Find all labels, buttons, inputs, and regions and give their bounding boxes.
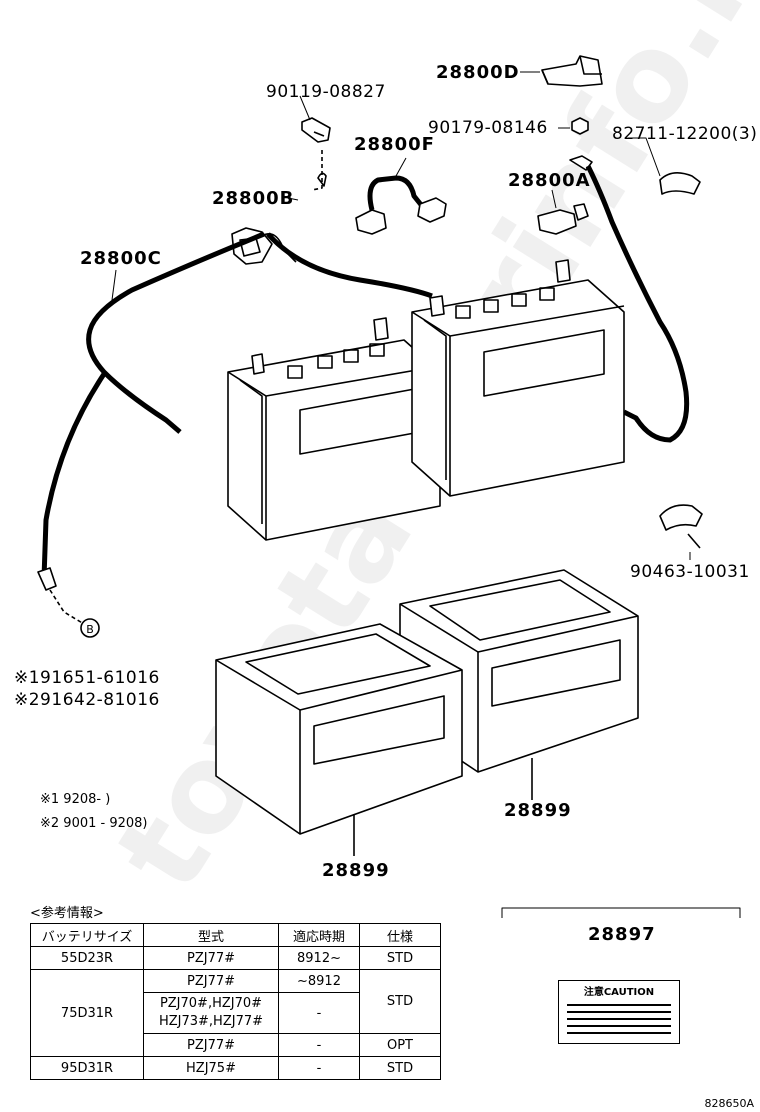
cell-period: 8912~ [278, 946, 360, 970]
clip-82711-part [659, 172, 701, 195]
clamp-28800D-part [541, 55, 603, 87]
caution-text-lines [567, 999, 671, 1039]
label-28899-right: 28899 [504, 800, 572, 821]
cell-model-multi: PZJ70#,HZJ70# HZJ73#,HZJ77# [143, 992, 279, 1034]
header-model: 型式 [143, 923, 279, 947]
cable-28800C-part [37, 231, 433, 638]
table-row: 95D31R HZJ75# - STD [30, 1056, 441, 1080]
cell-period: ~8912 [278, 969, 360, 993]
label-191651-61016: ※191651-61016 [14, 668, 160, 688]
reference-number: 828650A [704, 1097, 754, 1110]
cell-model: HZJ75# [143, 1056, 279, 1080]
cell-model: PZJ77# [143, 946, 279, 970]
table-row: 75D31R PZJ77# ~8912 STD [30, 969, 441, 1057]
cell-period: - [278, 1056, 360, 1080]
cell-size: 75D31R [30, 969, 144, 1057]
caution-label-part: 注意CAUTION [558, 980, 680, 1044]
label-90463-10031: 90463-10031 [630, 562, 750, 582]
bolt-90119-part [301, 117, 331, 191]
table-header-row: バッテリサイズ 型式 適応時期 仕様 [30, 923, 441, 947]
label-28800C: 28800C [80, 248, 162, 269]
battery-info-table: バッテリサイズ 型式 適応時期 仕様 55D23R PZJ77# 8912~ S… [30, 923, 441, 1080]
bolt-marker-label: B [86, 623, 94, 636]
header-spec: 仕様 [359, 923, 441, 947]
cell-spec: OPT [359, 1033, 441, 1057]
table-row: PZJ77# - OPT [31, 1033, 441, 1057]
table-row: 55D23R PZJ77# 8912~ STD [30, 946, 441, 970]
table-row: PZJ70#,HZJ70# HZJ73#,HZJ77# - [31, 992, 441, 1034]
cell-model-line1: PZJ70#,HZJ70# [159, 996, 263, 1011]
label-90179-08146: 90179-08146 [428, 118, 548, 138]
jumper-cable-28800F-part [355, 175, 447, 235]
cell-period: - [278, 1033, 360, 1057]
cell-spec: STD [359, 969, 441, 1034]
note-1: ※1 9208- ) [40, 792, 111, 807]
info-table-caption: <参考情報> [30, 906, 104, 921]
battery-left-part [227, 317, 441, 541]
label-28899-left: 28899 [322, 860, 390, 881]
cell-size: 55D23R [30, 946, 144, 970]
battery-right-part [411, 259, 625, 497]
cell-spec: STD [359, 1056, 441, 1080]
header-period: 適応時期 [278, 923, 360, 947]
label-28800D: 28800D [436, 62, 520, 83]
label-90119-08827: 90119-08827 [266, 82, 386, 102]
clamp-90463-part [659, 504, 703, 549]
label-28800F: 28800F [354, 134, 435, 155]
terminal-28800B-part [231, 172, 327, 265]
tray-left-part [215, 623, 463, 856]
label-291642-81016: ※291642-81016 [14, 690, 160, 710]
cell-size: 95D31R [30, 1056, 144, 1080]
label-28800A: 28800A [508, 170, 591, 191]
cell-period: - [278, 992, 360, 1034]
nut-90179-part [571, 117, 589, 135]
label-28800B: 28800B [212, 188, 295, 209]
terminal-28800A-part [537, 155, 690, 443]
label-28897: 28897 [588, 924, 656, 945]
cell-model: PZJ77# [143, 1033, 279, 1057]
cell-spec: STD [359, 946, 441, 970]
caution-label-title: 注意CAUTION [583, 987, 655, 998]
label-82711-12200: 82711-12200(3) [612, 124, 758, 144]
note-2: ※2 9001 - 9208) [40, 816, 148, 831]
header-size: バッテリサイズ [30, 923, 144, 947]
cell-model-line2: HZJ73#,HZJ77# [158, 1014, 264, 1029]
cell-model: PZJ77# [143, 969, 279, 993]
